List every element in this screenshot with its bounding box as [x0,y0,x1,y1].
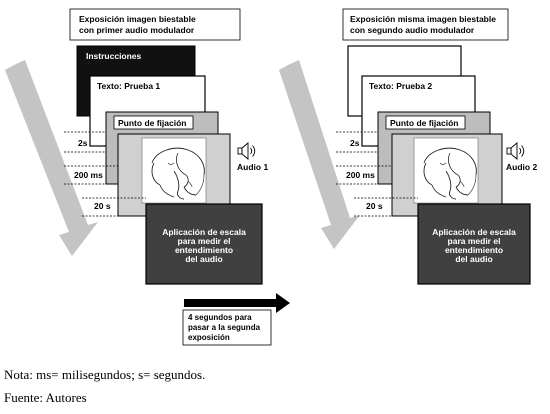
left-scale-line4: del audio [185,254,222,264]
left-scale-line1: Aplicación de escala [162,227,246,237]
left-duration-1: 2s [78,138,88,148]
left-header-box [69,8,241,41]
left-speaker-icon [237,142,256,160]
left-fixation-label: Punto de fijación [118,118,186,128]
left-text-slide-label: Texto: Prueba 1 [97,81,160,91]
right-panel: Exposición misma imagen biestable con se… [279,8,537,285]
right-text-slide-label: Texto: Prueba 2 [369,81,432,91]
left-header-line2: con primer audio modulador [79,25,195,35]
left-instructions-label: Instrucciones [86,51,142,61]
right-duration-3: 20 s [366,201,383,211]
right-header-box [342,8,509,41]
left-fixation-label-box [113,115,194,130]
left-duration-3: 20 s [94,201,111,211]
right-speaker-icon [506,142,525,160]
right-header-line2: con segundo audio modulador [350,25,475,35]
transition-arrow [184,293,290,313]
transition: 4 segundos para pasar a la segunda expos… [182,293,290,346]
right-scale-slide [417,203,531,285]
left-scale-slide [145,203,263,285]
right-time-arrow [279,60,360,249]
left-time-arrow [5,60,98,256]
right-bistable-image [413,137,479,204]
right-fixation-label-box [385,115,466,130]
transition-line2: pasar a la segunda [188,323,261,332]
left-scale-line3: entendimiento [175,245,233,255]
transition-line3: exposición [188,333,230,342]
right-fixation-label: Punto de fijación [390,118,458,128]
footnote: Nota: ms= milisegundos; s= segundos. [4,367,206,382]
left-audio-label: Audio 1 [237,162,268,172]
right-scale-line1: Aplicación de escala [432,227,516,237]
left-panel: Exposición imagen biestable con primer a… [5,8,268,285]
right-duration-2: 200 ms [346,170,375,180]
source-note: Fuente: Autores [4,390,87,405]
right-audio-label: Audio 2 [506,162,537,172]
transition-line1: 4 segundos para [188,313,252,322]
left-bistable-image [141,137,207,204]
left-duration-2: 200 ms [74,170,103,180]
left-scale-line2: para medir el [178,236,231,246]
right-scale-line4: del audio [455,254,492,264]
left-header-line1: Exposición imagen biestable [79,14,196,24]
transition-box [182,309,272,346]
right-scale-line2: para medir el [448,236,501,246]
right-duration-1: 2s [350,138,360,148]
right-header-line1: Exposición misma imagen biestable [350,14,496,24]
right-scale-line3: entendimiento [445,245,503,255]
